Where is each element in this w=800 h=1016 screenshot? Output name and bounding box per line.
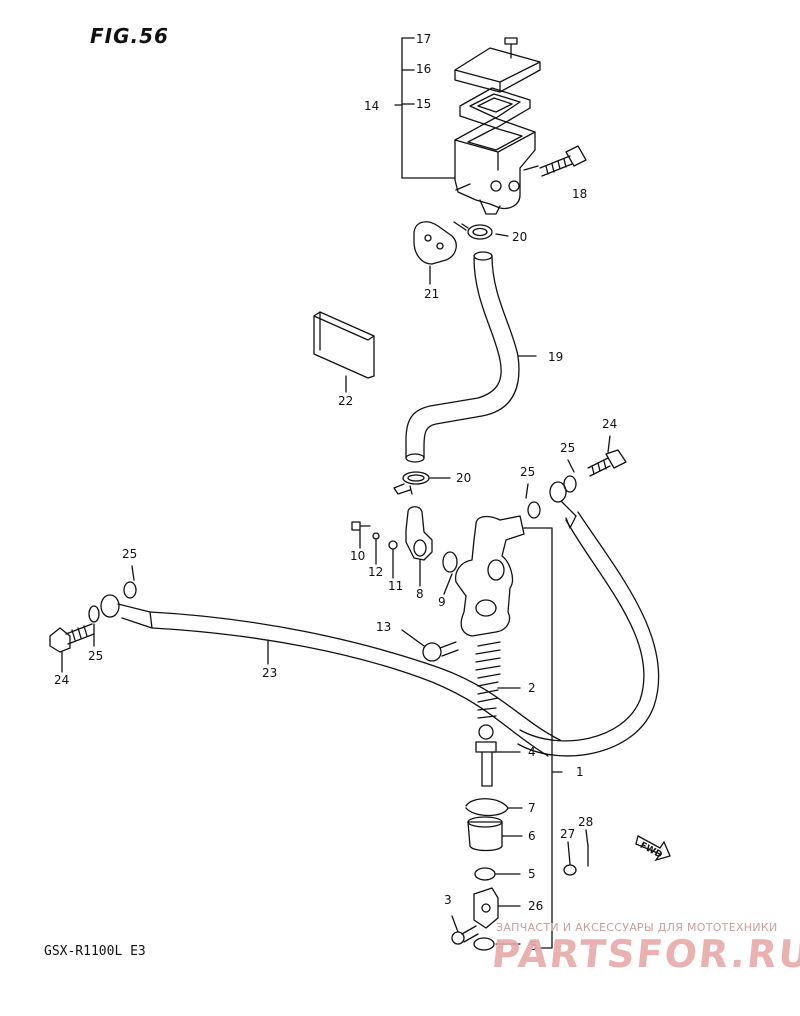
callout-10: 10 [350, 549, 365, 563]
part-washer-25d [123, 581, 137, 599]
callout-17: 17 [416, 32, 431, 46]
part-bolt-24-left [49, 623, 95, 653]
part-clip-20a [461, 223, 493, 240]
callout-14: 14 [364, 99, 379, 113]
part-piston-4 [475, 724, 497, 787]
callout-23: 23 [262, 666, 277, 680]
part-clevis-3 [473, 887, 499, 929]
callout-21: 21 [424, 287, 439, 301]
part-oring-9 [442, 551, 458, 573]
part-boot-6 [467, 816, 503, 852]
part-plate-21 [413, 221, 457, 265]
part-screw-17 [504, 37, 518, 59]
part-bolt-13 [422, 641, 459, 662]
callout-24: 24 [602, 417, 617, 431]
fwd-arrow [635, 835, 671, 862]
callout-25: 25 [122, 547, 137, 561]
callout-7: 7 [528, 801, 536, 815]
callout-18: 18 [572, 187, 587, 201]
callout-22: 22 [338, 394, 353, 408]
part-bolt-26 [451, 925, 479, 945]
callout-6: 6 [528, 829, 536, 843]
callout-12: 12 [368, 565, 383, 579]
callout-28: 28 [578, 815, 593, 829]
callout-5: 5 [530, 939, 538, 953]
part-circlip-7 [465, 798, 509, 817]
part-master-cylinder-1 [454, 515, 525, 637]
callout-20: 20 [456, 471, 471, 485]
part-clip-20b [393, 471, 430, 495]
watermark-brand: PARTSFOR.RU [489, 932, 800, 976]
callout-16: 16 [416, 62, 431, 76]
callout-25: 25 [560, 441, 575, 455]
part-cap-16 [454, 47, 541, 93]
callout-numbers: 1716151418202119222024252510121189252524… [54, 32, 617, 953]
callout-1: 1 [576, 765, 584, 779]
part-washer-27 [563, 864, 577, 876]
figure-title: FIG.56 [90, 24, 169, 48]
callout-9: 9 [438, 595, 446, 609]
part-reservoir-14 [454, 117, 536, 215]
part-hose-23-left [100, 594, 561, 757]
part-washer-25a [563, 475, 577, 493]
callout-19: 19 [548, 350, 563, 364]
callout-8: 8 [416, 587, 424, 601]
callout-2: 2 [528, 681, 536, 695]
callout-15: 15 [416, 97, 431, 111]
part-bolt-24-right [587, 449, 627, 477]
part-washer-11 [388, 540, 398, 550]
callout-26: 26 [528, 899, 543, 913]
callout-4: 4 [528, 745, 536, 759]
part-bolt-10 [351, 521, 371, 531]
callout-25: 25 [520, 465, 535, 479]
part-diaphragm-15 [459, 87, 531, 129]
part-washer-25c [88, 605, 100, 623]
part-nut-5a [474, 867, 496, 881]
callout-11: 11 [388, 579, 403, 593]
part-washer-12 [372, 532, 380, 540]
part-hose-19 [405, 251, 520, 463]
callout-25: 25 [88, 649, 103, 663]
callout-20: 20 [512, 230, 527, 244]
part-hose-23-right [517, 481, 660, 757]
bracket-14 [394, 37, 456, 179]
part-pad-22 [313, 311, 375, 379]
part-nut-5b [473, 937, 495, 951]
part-fitting-8 [405, 506, 433, 561]
part-bolt-18 [539, 145, 587, 177]
model-code: GSX-R1100L E3 [44, 944, 146, 959]
callout-27: 27 [560, 827, 575, 841]
part-washer-25b [527, 501, 541, 519]
watermark-tagline: ЗАПЧАСТИ И АКСЕССУАРЫ ДЛЯ МОТОТЕХНИКИ [496, 921, 778, 934]
callout-5: 5 [528, 867, 536, 881]
bracket-1 [523, 527, 563, 949]
callout-24: 24 [54, 673, 69, 687]
callout-13: 13 [376, 620, 391, 634]
callout-3: 3 [444, 893, 452, 907]
